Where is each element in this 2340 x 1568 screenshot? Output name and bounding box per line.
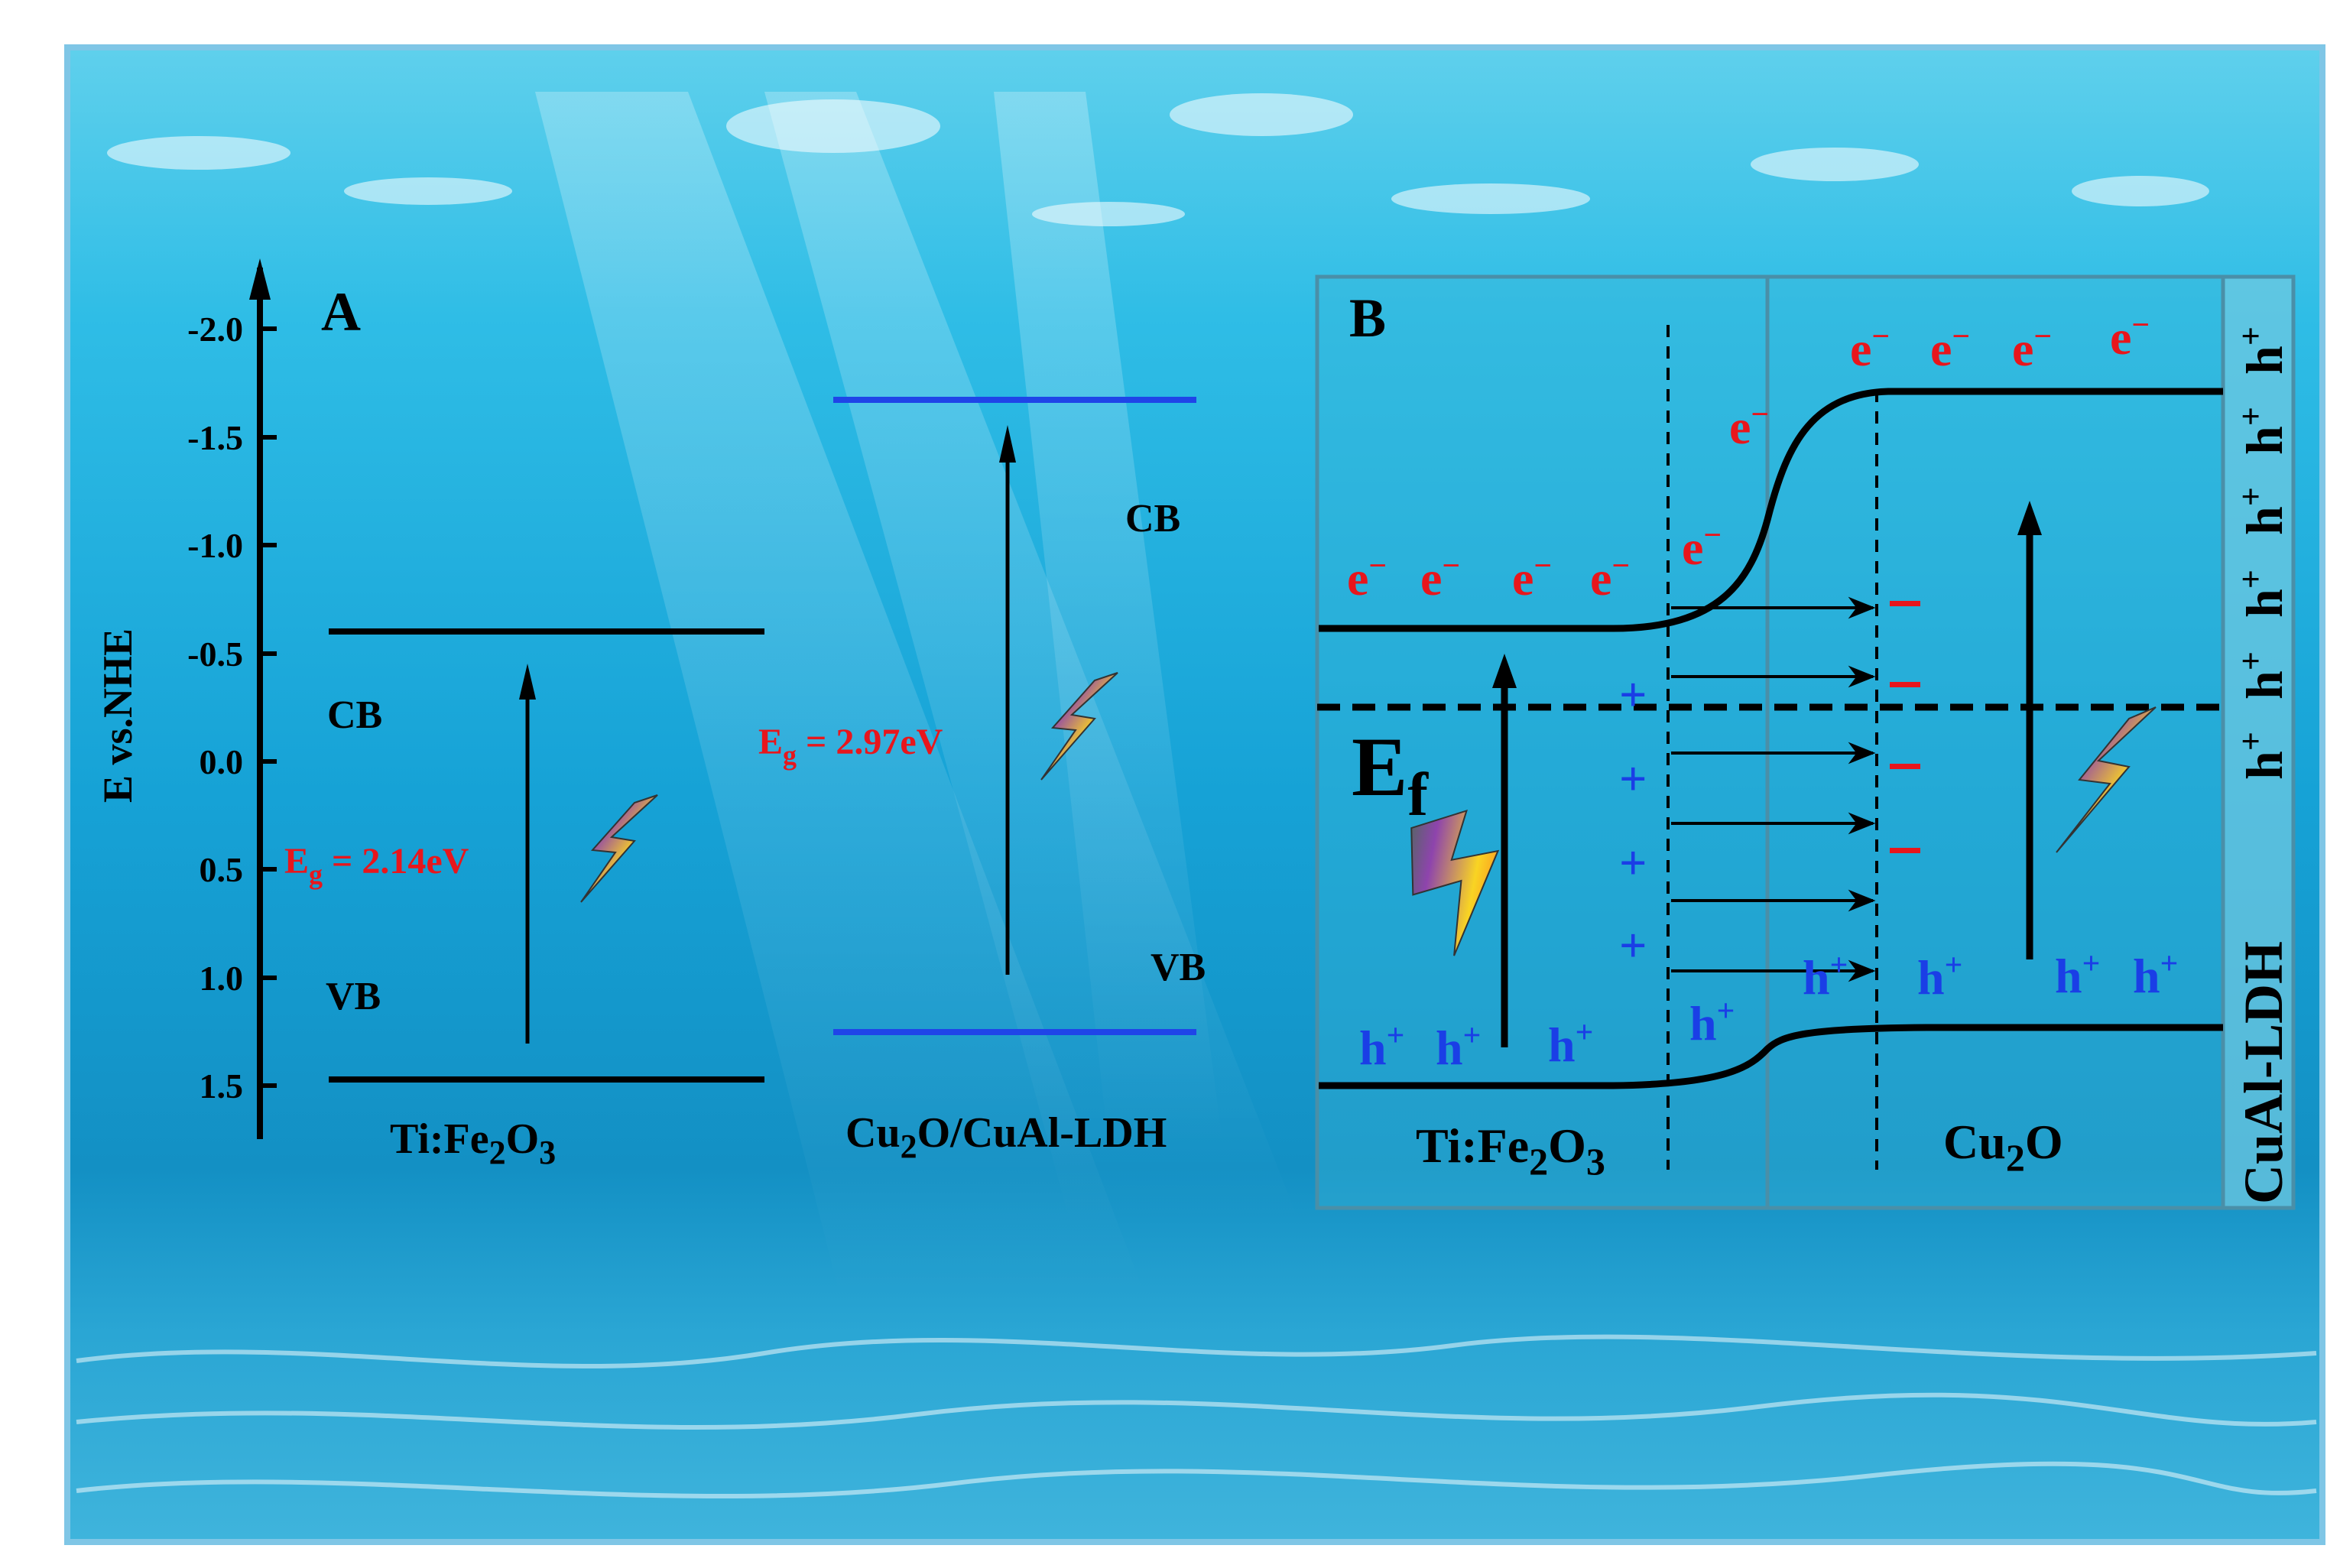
electron-label: e− bbox=[2110, 307, 2150, 365]
hole-label: h+ bbox=[1689, 993, 1735, 1050]
hole-label: h+ bbox=[2232, 487, 2293, 535]
hole-label: h+ bbox=[1436, 1018, 1481, 1075]
floor-caustics bbox=[76, 1334, 2317, 1499]
axis-tick-label: 0.0 bbox=[200, 742, 244, 781]
hole-label: h+ bbox=[1548, 1014, 1593, 1072]
bent-valence-band bbox=[1319, 1024, 2223, 1089]
negative-charge bbox=[1890, 682, 1920, 687]
electron-label: e− bbox=[1590, 548, 1630, 605]
cu2o-bandgap-label: Eg = 2.97eV bbox=[758, 722, 943, 771]
energy-axis-title: E vs.NHE bbox=[95, 628, 141, 803]
bent-conduction-band bbox=[1319, 388, 2223, 632]
hole-label: h+ bbox=[2232, 570, 2293, 618]
electron-label: e− bbox=[1729, 397, 1769, 454]
lightning-icon bbox=[580, 794, 658, 903]
panel-b-box bbox=[1315, 274, 2225, 1210]
cu2o-arrowhead bbox=[2017, 501, 2042, 535]
electron-label: e− bbox=[1347, 548, 1387, 605]
ldh-hole-labels: h+ h+ h+ h+ h+ h+ bbox=[2232, 326, 2293, 780]
tife2o3-region-label: Ti:Fe2O3 bbox=[1416, 1118, 1605, 1183]
hole-label: h+ bbox=[2232, 651, 2293, 700]
fermi-level-label: Ef bbox=[1352, 720, 1429, 829]
positive-space-charges: + + + + bbox=[1619, 667, 1647, 972]
electron-label: e− bbox=[2012, 319, 2052, 376]
lightning-icon bbox=[2056, 706, 2157, 853]
electron-label: e− bbox=[1512, 548, 1552, 605]
cu2o-cual-ldh-label: Cu2O/CuAl-LDH bbox=[845, 1109, 1167, 1165]
charge-transfer-arrows bbox=[1671, 596, 1876, 982]
hole-label: h+ bbox=[2232, 732, 2293, 780]
negative-space-charges bbox=[1890, 601, 1920, 853]
electron-label: e− bbox=[1682, 518, 1722, 575]
axis-tick-label: -0.5 bbox=[187, 635, 243, 674]
energy-axis-arrowhead bbox=[249, 258, 271, 300]
electron-label: e− bbox=[1930, 319, 1970, 376]
hole-label: h+ bbox=[1917, 947, 1962, 1005]
hole-label: h+ bbox=[2232, 407, 2293, 455]
electron-label: e− bbox=[1420, 548, 1460, 605]
axis-tick-label: 1.0 bbox=[200, 959, 244, 998]
hole-label: h+ bbox=[1803, 947, 1848, 1005]
positive-charge: + bbox=[1619, 918, 1647, 972]
hole-labels: h+ h+ h+ h+ h+ h+ h+ h+ bbox=[1359, 946, 2178, 1075]
hole-label: h+ bbox=[2055, 946, 2100, 1003]
tife2o3-arrowhead bbox=[1492, 654, 1517, 688]
tife2o3-bandgap-label: Eg = 2.14eV bbox=[284, 841, 469, 890]
electron-label: e− bbox=[1850, 319, 1890, 376]
lightning-icon bbox=[1040, 672, 1118, 781]
background-water bbox=[64, 44, 2325, 1545]
axis-tick-label: -1.5 bbox=[187, 418, 243, 457]
negative-charge bbox=[1890, 764, 1920, 769]
panel-a: A E vs.NHE -2.0-1.5-1.0-0.50.00.51.01.5 … bbox=[95, 258, 1206, 1171]
axis-tick-label: 1.5 bbox=[200, 1066, 244, 1105]
panel-a-letter: A bbox=[321, 281, 361, 342]
axis-tick-label: 0.5 bbox=[200, 850, 244, 889]
negative-charge bbox=[1890, 848, 1920, 853]
cual-ldh-label: CuAl-LDH bbox=[2233, 941, 2294, 1204]
panel-b-letter: B bbox=[1349, 287, 1386, 349]
positive-charge: + bbox=[1619, 667, 1647, 722]
axis-tick-label: -1.0 bbox=[187, 526, 243, 565]
electron-labels: e− e− e− e− e− e− e− e− e− e− bbox=[1347, 307, 2150, 605]
hole-label: h+ bbox=[2232, 326, 2293, 375]
positive-charge: + bbox=[1619, 752, 1647, 806]
cu2o-region-label: Cu2O bbox=[1943, 1115, 2063, 1179]
positive-charge: + bbox=[1619, 836, 1647, 890]
negative-charge bbox=[1890, 601, 1920, 606]
cu2o-cb-label: CB bbox=[1125, 497, 1180, 541]
tife2o3-cb-label: CB bbox=[327, 693, 382, 737]
hole-label: h+ bbox=[1359, 1018, 1404, 1075]
axis-ticks: -2.0 -1.5 -1.0 -0.5 0.0 0.5 1.0 1.5 bbox=[187, 310, 277, 1105]
cu2o-arrowhead bbox=[999, 425, 1016, 463]
axis-tick-label: -2.0 bbox=[187, 310, 243, 349]
tife2o3-vb-label: VB bbox=[326, 975, 381, 1018]
tife2o3-arrowhead bbox=[519, 664, 536, 700]
lightning-icon bbox=[1410, 809, 1500, 956]
light-rays bbox=[535, 92, 1300, 1300]
hole-label: h+ bbox=[2133, 946, 2178, 1003]
surface-ripples bbox=[107, 93, 2209, 226]
tife2o3-label: Ti:Fe2O3 bbox=[390, 1115, 556, 1171]
cual-ldh-layer bbox=[2221, 274, 2296, 1210]
cu2o-vb-label: VB bbox=[1151, 946, 1206, 989]
panel-b: B Ef e− e− e− e− e− e− e− bbox=[1315, 274, 2296, 1210]
